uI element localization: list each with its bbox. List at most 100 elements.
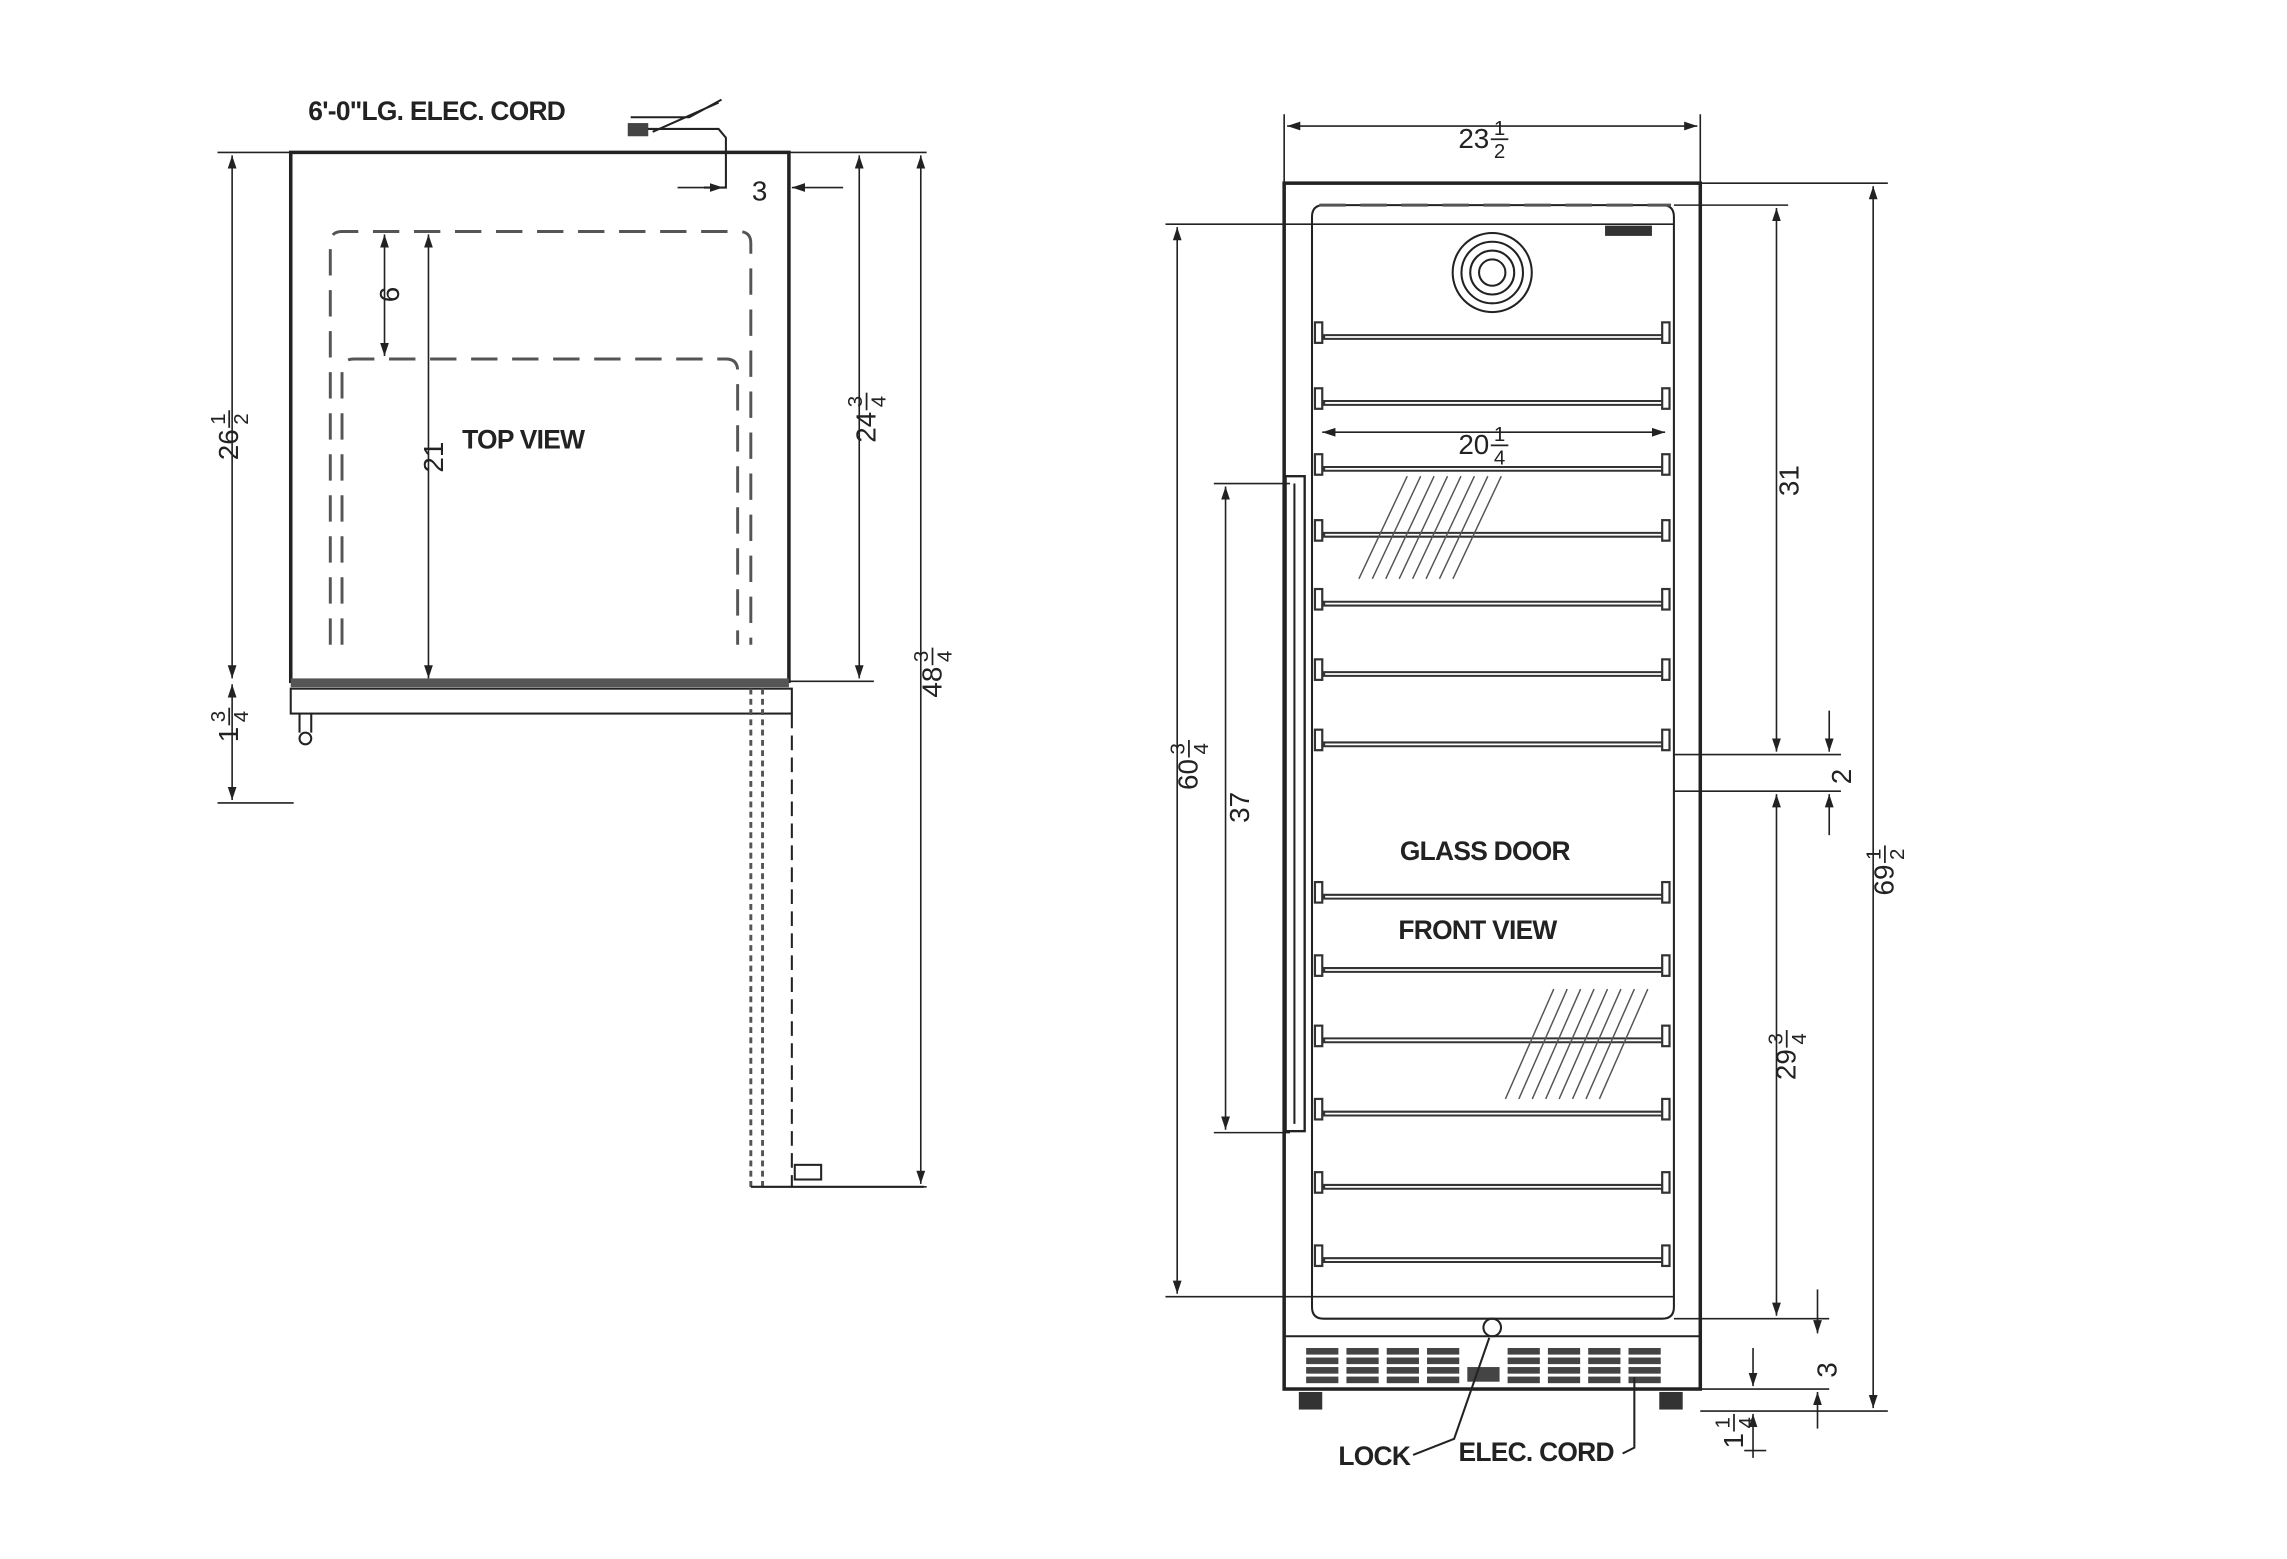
rack [1313, 453, 1671, 476]
interior-outline [328, 230, 753, 645]
dim-denominator: 4 [1190, 743, 1213, 754]
lock-leader [1412, 1337, 1491, 1456]
dim-label-grille: 3 [1812, 1362, 1843, 1377]
front-dim-ext [1165, 114, 1888, 1452]
rack [1313, 519, 1671, 542]
electric-cord [630, 127, 727, 189]
dim-value: 1 [213, 727, 244, 742]
cord-label: 6'-0"LG. ELEC. CORD [308, 96, 565, 126]
dim-denominator: 4 [868, 396, 891, 407]
dim-numerator: 1 [1494, 117, 1505, 140]
dim-label-divider: 2 [1826, 769, 1857, 784]
glass-door-label: GLASS DOOR [1400, 836, 1571, 866]
door-seal [290, 678, 789, 688]
cord-leader [1622, 1377, 1636, 1455]
dim-label-interior: 21 [418, 442, 449, 473]
cord-leader [630, 98, 723, 133]
dim-label-cord-offset: 3 [752, 176, 767, 207]
dim-label-upper: 31 [1773, 465, 1804, 496]
shelf-outline [340, 357, 740, 645]
top-view-title: TOP VIEW [462, 424, 585, 454]
dim-denominator: 2 [1886, 849, 1909, 860]
vent [1306, 1348, 1339, 1384]
rack [1313, 1244, 1671, 1268]
leveling-foot-right [1659, 1391, 1683, 1410]
leg-foot [298, 731, 313, 746]
dim-value: 24 [850, 412, 881, 443]
dim-value: 60 [1173, 759, 1204, 790]
vent [1386, 1348, 1419, 1384]
front-view-title: FRONT VIEW [1398, 915, 1557, 945]
dim-denominator: 4 [1494, 446, 1505, 469]
fan-icon [1451, 231, 1533, 314]
dim-denominator: 4 [934, 651, 957, 662]
dim-numerator: 3 [1167, 743, 1190, 754]
dim-value: 48 [916, 667, 947, 698]
grille-vents [1306, 1348, 1661, 1384]
dim-value: 21 [418, 442, 449, 473]
vent [1547, 1348, 1581, 1384]
leveling-foot-left [1298, 1391, 1323, 1410]
dim-denominator: 4 [1735, 1417, 1758, 1428]
dim-numerator: 1 [207, 413, 230, 424]
dim-denominator: 4 [1788, 1033, 1811, 1044]
rack [1313, 587, 1671, 611]
dim-numerator: 1 [1712, 1417, 1735, 1428]
dim-numerator: 1 [1494, 423, 1505, 446]
dim-ext-right [762, 151, 927, 1188]
dim-value: 26 [213, 429, 244, 460]
leg [298, 713, 313, 733]
dim-value: 3 [752, 176, 767, 207]
dim-label-handle: 37 [1224, 792, 1255, 823]
glass-hatch-upper [1358, 475, 1502, 580]
glass-hatch-lower [1504, 988, 1649, 1100]
dim-denominator: 4 [230, 711, 253, 722]
door-swing [749, 688, 765, 1187]
dim-value: 37 [1224, 792, 1255, 823]
rack [1313, 321, 1671, 344]
front-view: GLASS DOOR FRONT VIEW LOCK ELEC. CORD 23… [1165, 114, 1909, 1471]
dim-line-depth [217, 151, 294, 804]
dim-numerator: 3 [207, 711, 230, 722]
dim-label-gap: 6 [374, 287, 405, 302]
dim-numerator: 3 [910, 651, 933, 662]
lock-label: LOCK [1338, 1441, 1410, 1471]
rack [1313, 880, 1671, 904]
rack [1313, 1097, 1671, 1121]
vent [1346, 1348, 1379, 1384]
rack [1313, 1171, 1671, 1194]
cabinet-front [1282, 181, 1703, 1391]
dim-numerator: 1 [1863, 849, 1886, 860]
vent [1507, 1348, 1540, 1384]
dim-value: 69 [1869, 864, 1900, 895]
door-top [289, 687, 793, 715]
rack [1313, 387, 1671, 410]
wine-racks [1313, 321, 1671, 1268]
dim-value: 1 [1718, 1433, 1749, 1448]
dim-denominator: 2 [1494, 140, 1505, 163]
dim-numerator: 3 [844, 396, 867, 407]
rack [1313, 728, 1671, 752]
cord-plug-icon [627, 123, 649, 137]
vent [1588, 1348, 1621, 1384]
rack [1313, 1024, 1671, 1048]
door-handle-end [793, 1163, 823, 1181]
lock-icon[interactable] [1482, 1317, 1503, 1338]
vent [1467, 1367, 1500, 1382]
dim-numerator: 3 [1764, 1033, 1787, 1044]
dim-denominator: 2 [230, 413, 253, 424]
dim-value: 2 [1826, 769, 1857, 784]
vent [1427, 1348, 1460, 1384]
dim-value: 20 [1458, 429, 1489, 460]
